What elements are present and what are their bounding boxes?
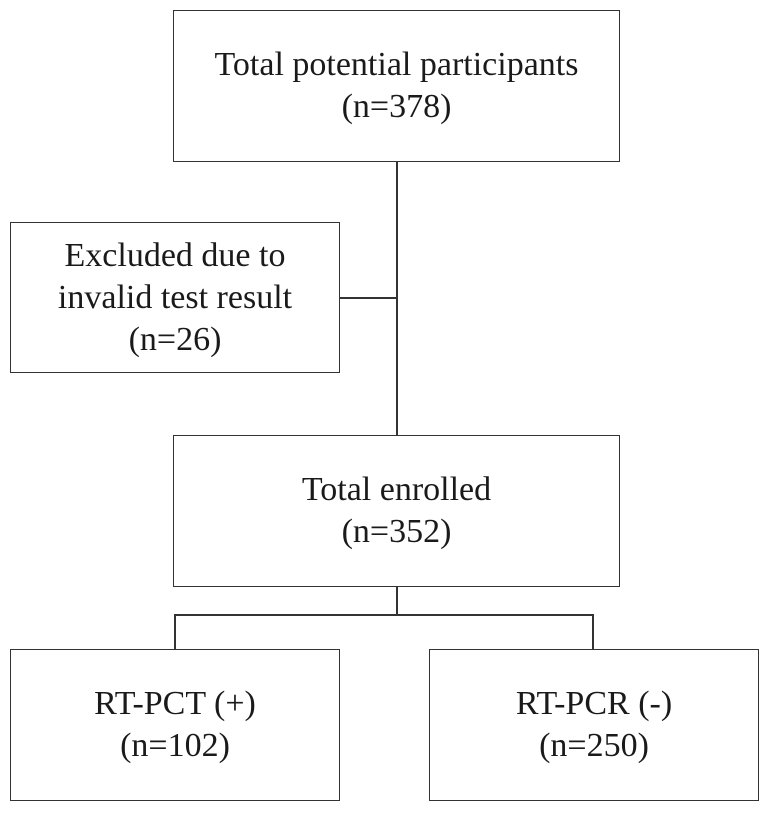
- node-label: RT-PCT (+): [94, 685, 256, 722]
- connector-to-positive: [174, 614, 176, 649]
- node-label: RT-PCR (-): [515, 685, 673, 722]
- connector-to-excluded: [340, 297, 397, 299]
- connector-to-negative: [592, 614, 594, 649]
- node-total-enrolled: Total enrolled (n=352): [173, 435, 620, 587]
- node-count: (n=102): [120, 727, 230, 764]
- node-count: (n=26): [128, 320, 222, 358]
- node-label: Excluded due to: [64, 236, 286, 274]
- node-rtpcr-negative: RT-PCR (-) (n=250): [429, 649, 759, 801]
- node-total-potential-participants: Total potential participants (n=378): [173, 10, 620, 162]
- node-label: Total enrolled: [301, 471, 492, 508]
- connector-split-horizontal: [174, 614, 593, 616]
- node-count: (n=352): [341, 513, 452, 550]
- connector-total-to-enrolled: [396, 162, 398, 435]
- node-label: invalid test result: [57, 278, 293, 316]
- node-rtpct-positive: RT-PCT (+) (n=102): [10, 649, 340, 801]
- node-label: Total potential participants: [214, 46, 579, 83]
- node-count: (n=378): [341, 88, 452, 125]
- node-count: (n=250): [539, 727, 649, 764]
- connector-enrolled-stem: [396, 587, 398, 615]
- node-excluded: Excluded due to invalid test result (n=2…: [10, 222, 340, 373]
